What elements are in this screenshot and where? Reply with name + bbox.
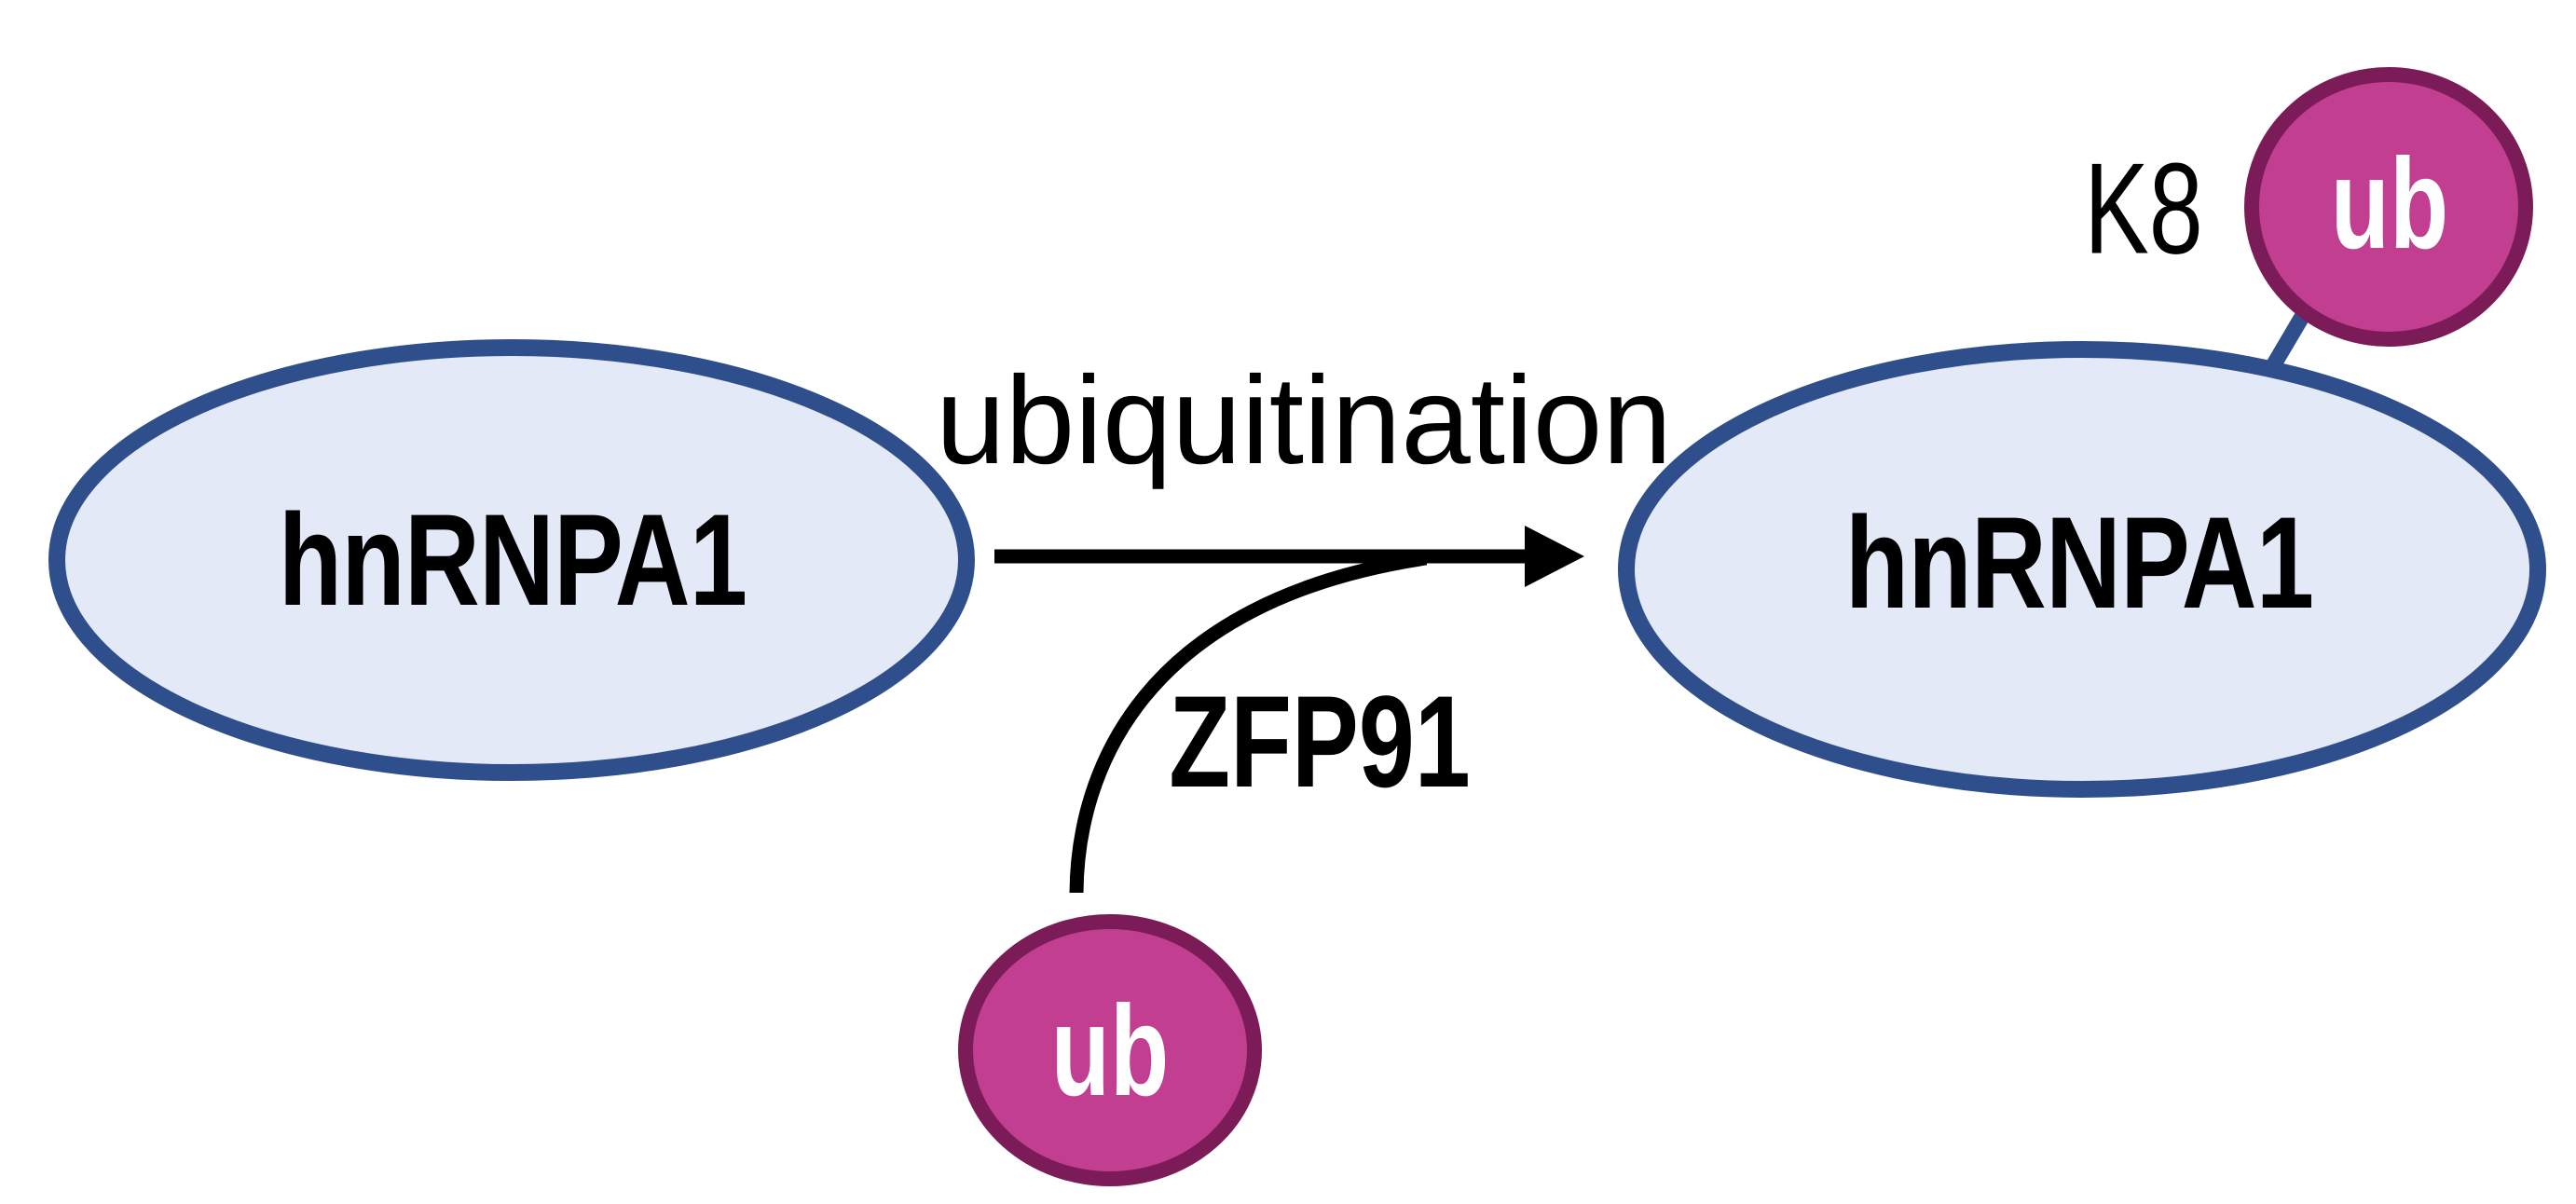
hnrnpa1-label-left-text: hnRNPA1 [278, 486, 747, 633]
reaction-arrow-head [1525, 526, 1584, 587]
enzyme-label-text: ZFP91 [1169, 668, 1471, 814]
ubiquitin-label-top-text: ub [2330, 132, 2449, 276]
ubiquitin-free-circle [958, 914, 1262, 1186]
reaction-label-text: ubiquitination [936, 351, 1672, 490]
ubiquitin-label-top: ub [2311, 140, 2469, 268]
hnrnpa1-label-left: hnRNPA1 [220, 495, 805, 625]
reaction-label: ubiquitination [936, 359, 1672, 484]
ubiquitin-attached-circle [2244, 67, 2533, 347]
ubiquitin-label-bottom-text: ub [1050, 979, 1170, 1123]
ubiquitin-label-bottom: ub [1032, 987, 1189, 1115]
hnrnpa1-label-right: hnRNPA1 [1787, 498, 2372, 628]
ubiquitin-transfer-curve [1069, 551, 1428, 894]
hnrnpa1-right-ellipse [1618, 341, 2546, 798]
residue-site-label: K8 [2064, 144, 2223, 274]
hnrnpa1-label-right-text: hnRNPA1 [1844, 489, 2314, 636]
hnrnpa1-left-ellipse [48, 339, 975, 781]
enzyme-label: ZFP91 [1124, 677, 1515, 807]
residue-site-label-text: K8 [2084, 136, 2203, 281]
